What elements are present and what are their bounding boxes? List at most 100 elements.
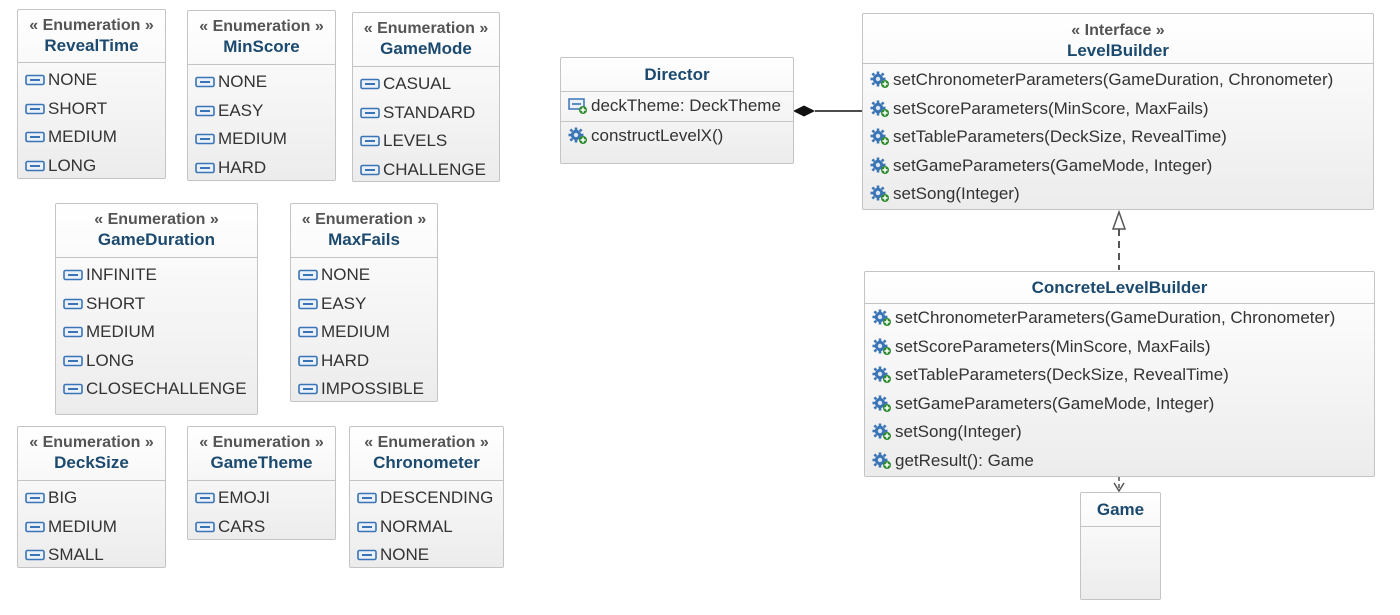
enum-literal-icon xyxy=(195,159,217,177)
enum-literal[interactable]: EMOJI xyxy=(188,484,335,513)
operation-row[interactable]: setGameParameters(GameMode, Integer) xyxy=(863,152,1373,181)
enum-literal[interactable]: NONE xyxy=(291,261,437,290)
literal-label: STANDARD xyxy=(383,102,476,122)
class-concrete-level-builder[interactable]: ConcreteLevelBuilder setChronometerParam… xyxy=(864,271,1375,477)
class-game[interactable]: Game xyxy=(1080,492,1161,600)
enum-literal[interactable]: LEVELS xyxy=(353,127,499,156)
stereotype-label: « Enumeration » xyxy=(363,20,489,37)
enum-literal[interactable]: STANDARD xyxy=(353,99,499,128)
enum-literal[interactable]: MEDIUM xyxy=(291,318,437,347)
enum-literal[interactable]: SHORT xyxy=(18,95,165,124)
enum-literal[interactable]: CARS xyxy=(188,513,335,542)
literal-label: MEDIUM xyxy=(321,322,390,342)
enum-literal[interactable]: MEDIUM xyxy=(56,318,257,347)
enum-literal[interactable]: EASY xyxy=(188,97,335,126)
enum-literal[interactable]: SMALL xyxy=(18,541,165,570)
class-name: Director xyxy=(644,65,710,84)
operation-row[interactable]: setChronometerParameters(GameDuration, C… xyxy=(865,304,1374,333)
operation-row[interactable]: getResult(): Game xyxy=(865,447,1374,476)
operation-icon xyxy=(872,366,894,384)
stereotype-label: « Enumeration » xyxy=(364,434,489,451)
enum-literal-icon xyxy=(63,295,85,313)
literal-label: LONG xyxy=(48,155,97,175)
enum-literal[interactable]: HARD xyxy=(188,154,335,183)
enum-literal[interactable]: CLOSECHALLENGE xyxy=(56,375,257,404)
enum-literal-icon xyxy=(357,546,379,564)
class-name: MinScore xyxy=(223,37,300,56)
composition-diamond xyxy=(793,105,815,117)
operation-row[interactable]: setSong(Integer) xyxy=(865,418,1374,447)
operation-icon xyxy=(872,423,894,441)
literal-label: MEDIUM xyxy=(86,322,155,342)
enum-literal[interactable]: NONE xyxy=(350,541,503,570)
class-name: ConcreteLevelBuilder xyxy=(1031,278,1208,297)
enum-literal[interactable]: DESCENDING xyxy=(350,484,503,513)
literals-list: DESCENDING NORMAL NONE xyxy=(350,481,503,570)
literal-label: LONG xyxy=(86,350,135,370)
attribute-row[interactable]: deckTheme: DeckTheme xyxy=(561,92,793,121)
literal-label: EASY xyxy=(321,293,367,313)
enum-literal-icon xyxy=(63,352,85,370)
operation-row[interactable]: setTableParameters(DeckSize, RevealTime) xyxy=(865,361,1374,390)
literal-label: DESCENDING xyxy=(380,488,494,508)
enum-literal[interactable]: HARD xyxy=(291,347,437,376)
enum-literal-icon xyxy=(195,489,217,507)
literal-label: IMPOSSIBLE xyxy=(321,379,424,399)
class-name: GameDuration xyxy=(97,230,216,249)
enum-literal-icon xyxy=(360,161,382,179)
enum-literal[interactable]: LONG xyxy=(56,347,257,376)
enum-literal[interactable]: MEDIUM xyxy=(188,125,335,154)
operation-icon xyxy=(872,309,894,327)
operation-row[interactable]: setSong(Integer) xyxy=(863,180,1373,209)
enum-literal[interactable]: EASY xyxy=(291,290,437,319)
operation-row[interactable]: constructLevelX() xyxy=(561,122,793,151)
enum-literal[interactable]: MEDIUM xyxy=(18,123,165,152)
enum-literal-icon xyxy=(357,518,379,536)
operation-row[interactable]: setScoreParameters(MinScore, MaxFails) xyxy=(865,333,1374,362)
enum-literal[interactable]: INFINITE xyxy=(56,261,257,290)
operation-row[interactable]: setScoreParameters(MinScore, MaxFails) xyxy=(863,95,1373,124)
enum-literal[interactable]: BIG xyxy=(18,484,165,513)
operation-row[interactable]: setChronometerParameters(GameDuration, C… xyxy=(863,66,1373,95)
operation-icon xyxy=(870,128,892,146)
stereotype-label: « Enumeration » xyxy=(29,434,154,451)
class-name: Game xyxy=(1096,500,1145,519)
enum-literal-icon xyxy=(25,100,47,118)
enum-literal[interactable]: CASUAL xyxy=(353,70,499,99)
class-director[interactable]: Director deckTheme: DeckTheme constructL… xyxy=(560,57,794,164)
enum-literal[interactable]: NONE xyxy=(18,66,165,95)
operation-row[interactable]: setGameParameters(GameMode, Integer) xyxy=(865,390,1374,419)
literal-label: BIG xyxy=(48,488,78,508)
interface-level-builder[interactable]: « Interface »LevelBuilder setChronometer… xyxy=(862,13,1374,210)
literal-label: NONE xyxy=(321,265,371,285)
enum-literal[interactable]: LONG xyxy=(18,152,165,181)
literal-label: HARD xyxy=(218,157,267,177)
literals-list: NONE EASY MEDIUM HARD IMPOSSIBLE xyxy=(291,258,437,404)
stereotype-label: « Enumeration » xyxy=(199,434,324,451)
enum-literal-icon xyxy=(25,518,47,536)
enum-literal[interactable]: IMPOSSIBLE xyxy=(291,375,437,404)
operation-row[interactable]: setTableParameters(DeckSize, RevealTime) xyxy=(863,123,1373,152)
operation-label: setScoreParameters(MinScore, MaxFails) xyxy=(893,98,1209,118)
literal-label: NONE xyxy=(380,545,430,565)
enum-literal[interactable]: NORMAL xyxy=(350,513,503,542)
enum-literal[interactable]: SHORT xyxy=(56,290,257,319)
enum-literal-icon xyxy=(360,132,382,150)
enum-literal[interactable]: CHALLENGE xyxy=(353,156,499,185)
operations-list: setChronometerParameters(GameDuration, C… xyxy=(863,64,1373,209)
literal-label: CLOSECHALLENGE xyxy=(86,379,247,399)
enum-literal[interactable]: NONE xyxy=(188,68,335,97)
enum-literal-icon xyxy=(298,266,320,284)
operation-label: setChronometerParameters(GameDuration, C… xyxy=(893,70,1334,90)
enum-literal[interactable]: MEDIUM xyxy=(18,513,165,542)
